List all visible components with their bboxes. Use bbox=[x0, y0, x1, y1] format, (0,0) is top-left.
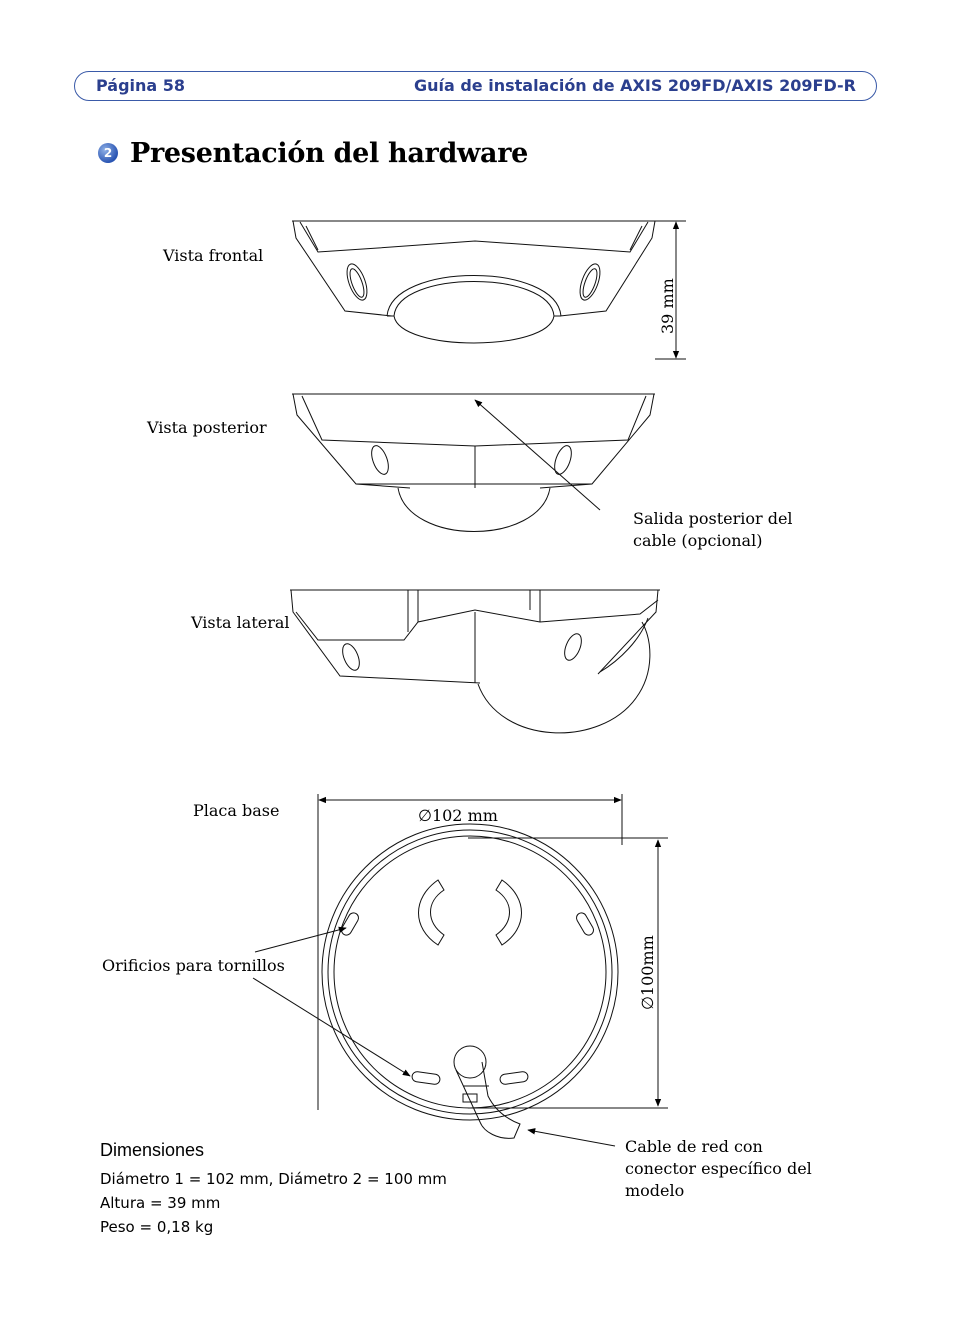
diameter-100-label: ∅100mm bbox=[638, 935, 657, 1010]
diameter-102-label: ∅102 mm bbox=[418, 806, 498, 825]
page-number: Página 58 bbox=[96, 76, 186, 95]
dimension-line: Diámetro 1 = 102 mm, Diámetro 2 = 100 mm bbox=[100, 1170, 447, 1188]
label-front-view: Vista frontal bbox=[163, 246, 264, 265]
dimension-line: Altura = 39 mm bbox=[100, 1194, 221, 1212]
rear-view-drawing bbox=[292, 393, 655, 532]
dimension-line: Peso = 0,18 kg bbox=[100, 1218, 214, 1236]
label-side-view: Vista lateral bbox=[191, 613, 290, 632]
screw-holes-label: Orificios para tornillos bbox=[102, 956, 285, 975]
base-plate-drawing bbox=[252, 794, 668, 1147]
page-header: Página 58 Guía de instalación de AXIS 20… bbox=[74, 71, 877, 101]
section-number-badge: 2 bbox=[98, 143, 118, 163]
height-dimension-label: 39 mm bbox=[658, 278, 677, 334]
label-base-plate: Placa base bbox=[193, 801, 280, 820]
front-view-drawing bbox=[292, 220, 686, 360]
dimensions-block: Dimensiones Diámetro 1 = 102 mm, Diámetr… bbox=[100, 1140, 447, 1239]
section-heading: 2 Presentación del hardware bbox=[98, 133, 528, 173]
dimensions-heading: Dimensiones bbox=[100, 1140, 205, 1160]
rear-cable-outlet-label: Salida posterior del cable (opcional) bbox=[633, 509, 793, 550]
side-view-drawing bbox=[290, 589, 660, 734]
document-title: Guía de instalación de AXIS 209FD/AXIS 2… bbox=[413, 76, 856, 95]
section-title: Presentación del hardware bbox=[130, 137, 529, 169]
network-cable-label: Cable de red con conector específico del… bbox=[625, 1137, 812, 1200]
label-rear-view: Vista posterior bbox=[147, 418, 267, 437]
